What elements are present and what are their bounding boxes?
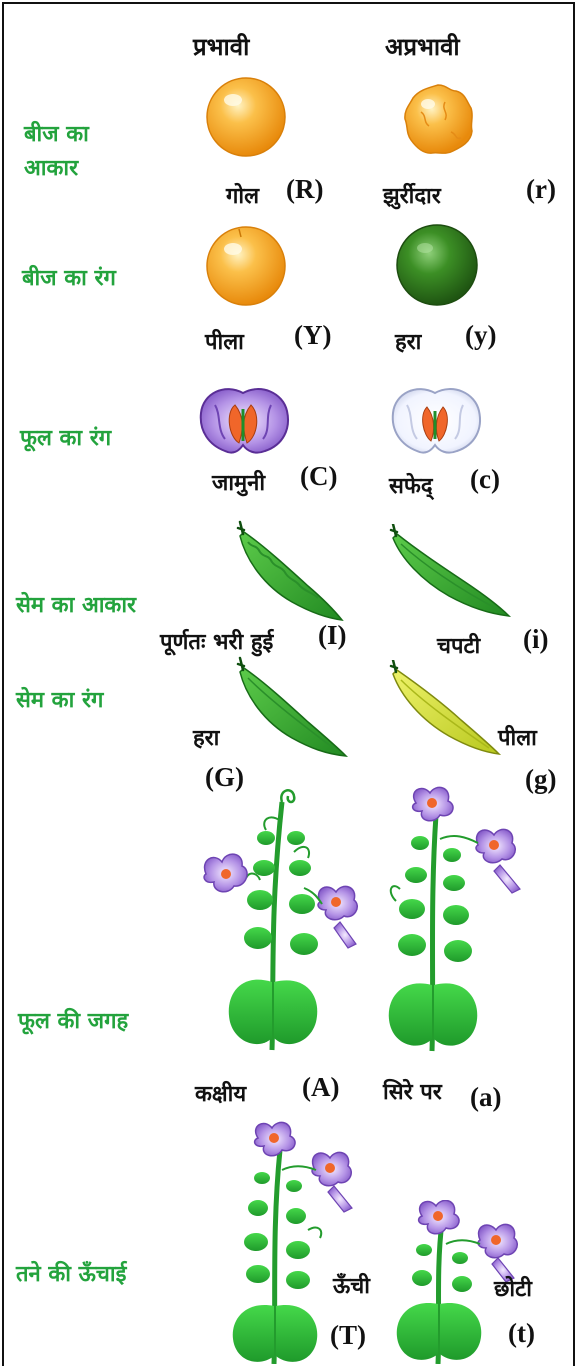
- purple-flower-icon: [195, 385, 293, 459]
- recessive-code-stem-height: (t): [508, 1318, 535, 1349]
- recessive-header: अप्रभावी: [385, 30, 460, 63]
- recessive-label-flower-color: सफेद्: [389, 470, 433, 500]
- green-seed-icon: [395, 223, 479, 307]
- recessive-label-seed-shape: झुर्रीदार: [383, 180, 441, 210]
- yellow-pod-icon: [383, 660, 505, 760]
- trait-flower-position: फूल की जगह: [18, 1005, 128, 1039]
- dominant-code-seed-shape: (R): [286, 174, 323, 205]
- full-pod-icon: [230, 520, 350, 624]
- recessive-label-pod-color: पीला: [498, 722, 537, 752]
- recessive-code-pod-shape: (i): [523, 624, 548, 655]
- trait-seed-shape-line1: बीज का: [24, 118, 89, 152]
- dominant-label-seed-shape: गोल: [226, 180, 259, 210]
- terminal-flower-plant-icon: [382, 785, 558, 1055]
- recessive-label-seed-color: हरा: [395, 326, 421, 356]
- dominant-label-seed-color: पीला: [205, 326, 244, 356]
- dominant-label-flower-color: जामुनी: [212, 467, 265, 497]
- trait-flower-color: फूल का रंग: [20, 422, 111, 456]
- trait-pod-shape: सेम का आकार: [16, 589, 136, 623]
- recessive-code-flower-position: (a): [470, 1082, 501, 1113]
- dominant-label-pod-shape: पूर्णतः भरी हुई: [160, 626, 273, 656]
- trait-pod-color: सेम का रंग: [16, 684, 103, 718]
- white-flower-icon: [387, 385, 485, 459]
- yellow-seed-icon: [205, 225, 287, 307]
- recessive-code-seed-color: (y): [465, 320, 496, 351]
- dominant-code-seed-color: (Y): [294, 320, 331, 351]
- dominant-header: प्रभावी: [193, 30, 249, 63]
- recessive-label-stem-height: छोटी: [494, 1273, 532, 1303]
- dominant-code-pod-shape: (I): [318, 620, 347, 651]
- recessive-code-seed-shape: (r): [526, 174, 556, 205]
- green-pod-icon: [230, 656, 352, 760]
- axial-flower-plant-icon: [200, 782, 370, 1052]
- dominant-label-flower-position: कक्षीय: [195, 1078, 246, 1108]
- trait-stem-height: तने की ऊँचाई: [16, 1258, 126, 1292]
- wrinkled-orange-seed-icon: [401, 82, 475, 156]
- dominant-code-flower-position: (A): [302, 1072, 339, 1103]
- dominant-label-pod-color: हरा: [193, 722, 219, 752]
- dominant-code-stem-height: (T): [330, 1320, 366, 1351]
- trait-seed-color: बीज का रंग: [22, 262, 116, 296]
- trait-seed-shape-line2: आकार: [24, 152, 78, 186]
- dominant-label-stem-height: ऊँची: [333, 1270, 370, 1300]
- round-orange-seed-icon: [205, 76, 287, 158]
- recessive-code-flower-color: (c): [470, 464, 500, 495]
- flat-pod-icon: [383, 524, 517, 620]
- recessive-label-pod-shape: चपटी: [437, 630, 480, 660]
- dominant-code-flower-color: (C): [300, 461, 337, 492]
- recessive-label-flower-position: सिरे पर: [383, 1076, 442, 1106]
